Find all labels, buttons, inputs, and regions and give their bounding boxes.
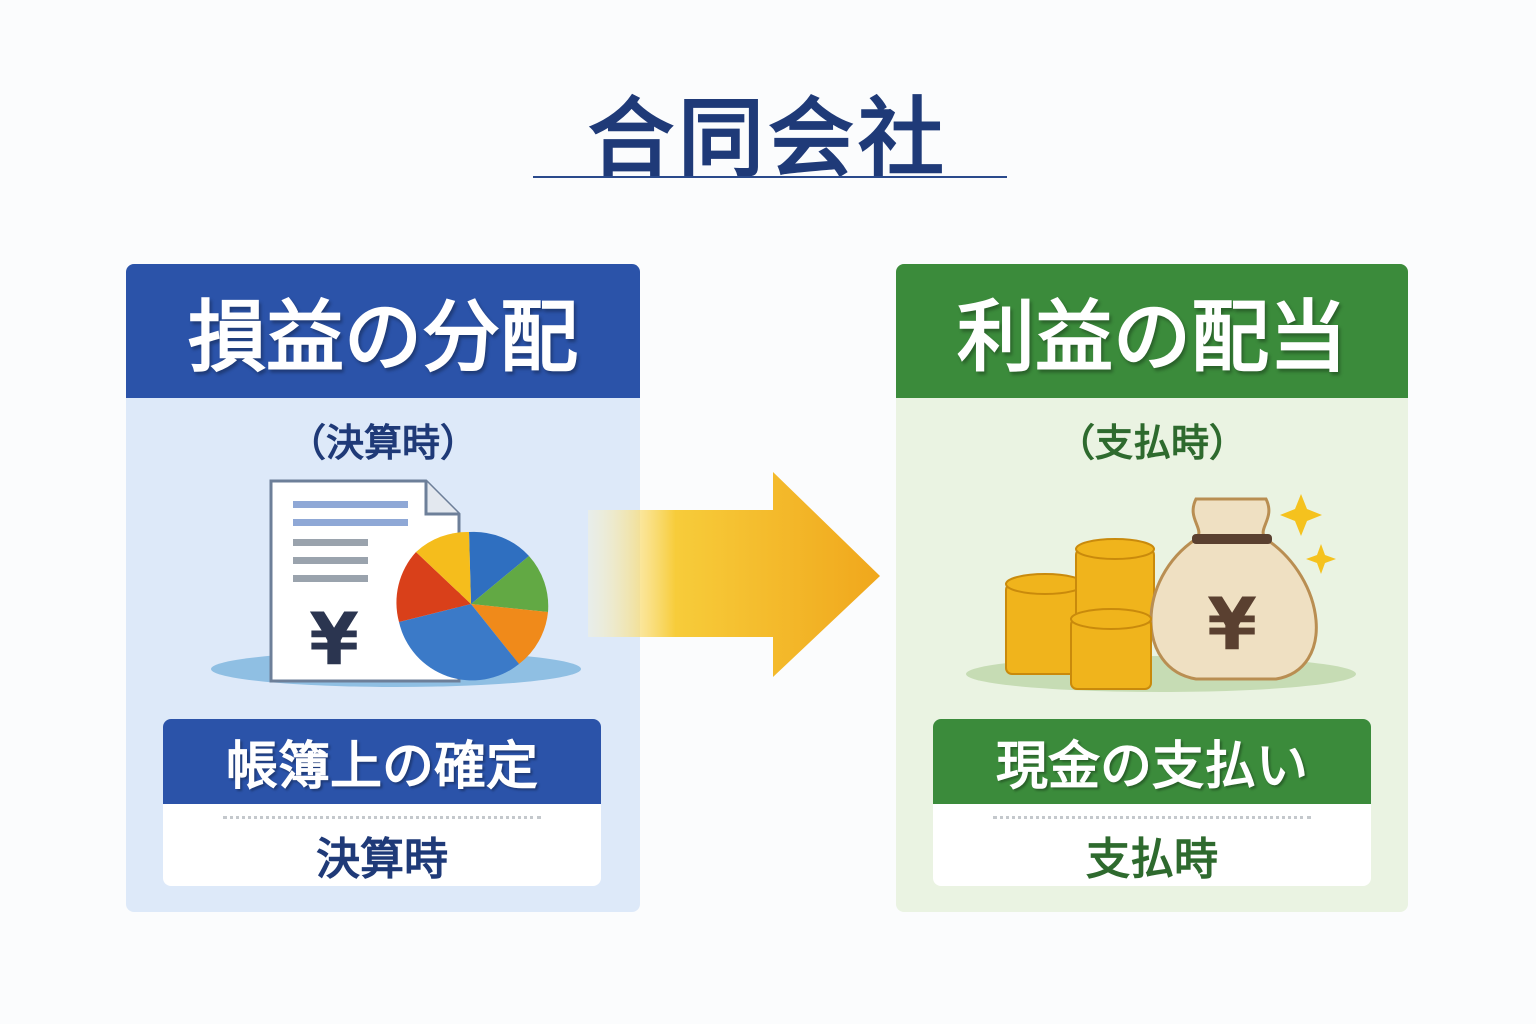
yen-symbol: ¥: [1207, 582, 1257, 666]
box-footer: 支払時: [1086, 834, 1218, 885]
box-footer: 決算時: [316, 834, 448, 885]
yen-symbol: ¥: [309, 597, 359, 681]
card-heading: 損益の分配: [126, 264, 640, 398]
box-heading: 現金の支払い: [933, 719, 1371, 804]
dotted-divider: [993, 816, 1311, 819]
book-confirmation-box: 帳簿上の確定 決算時: [163, 719, 601, 886]
coins-money-bag-illustration: ¥: [966, 494, 1356, 692]
card-subtitle: （決算時）: [287, 421, 478, 465]
card-heading: 利益の配当: [896, 264, 1408, 398]
cash-payment-box: 現金の支払い 支払時: [933, 719, 1371, 886]
ledger-pie-chart-illustration: ¥: [211, 479, 581, 687]
profit-loss-distribution-card: 損益の分配 （決算時） ¥ 帳簿上の確定 決算時: [126, 264, 640, 912]
right-arrow-icon: [588, 472, 880, 677]
card-subtitle: （支払時）: [1056, 421, 1247, 465]
box-heading: 帳簿上の確定: [163, 719, 601, 804]
title-underline: [533, 176, 1007, 178]
dotted-divider: [223, 816, 541, 819]
dividend-distribution-card: 利益の配当 （支払時） ¥ 現金の支払い 支払時: [896, 264, 1408, 912]
page-title: 合同会社: [588, 89, 948, 189]
